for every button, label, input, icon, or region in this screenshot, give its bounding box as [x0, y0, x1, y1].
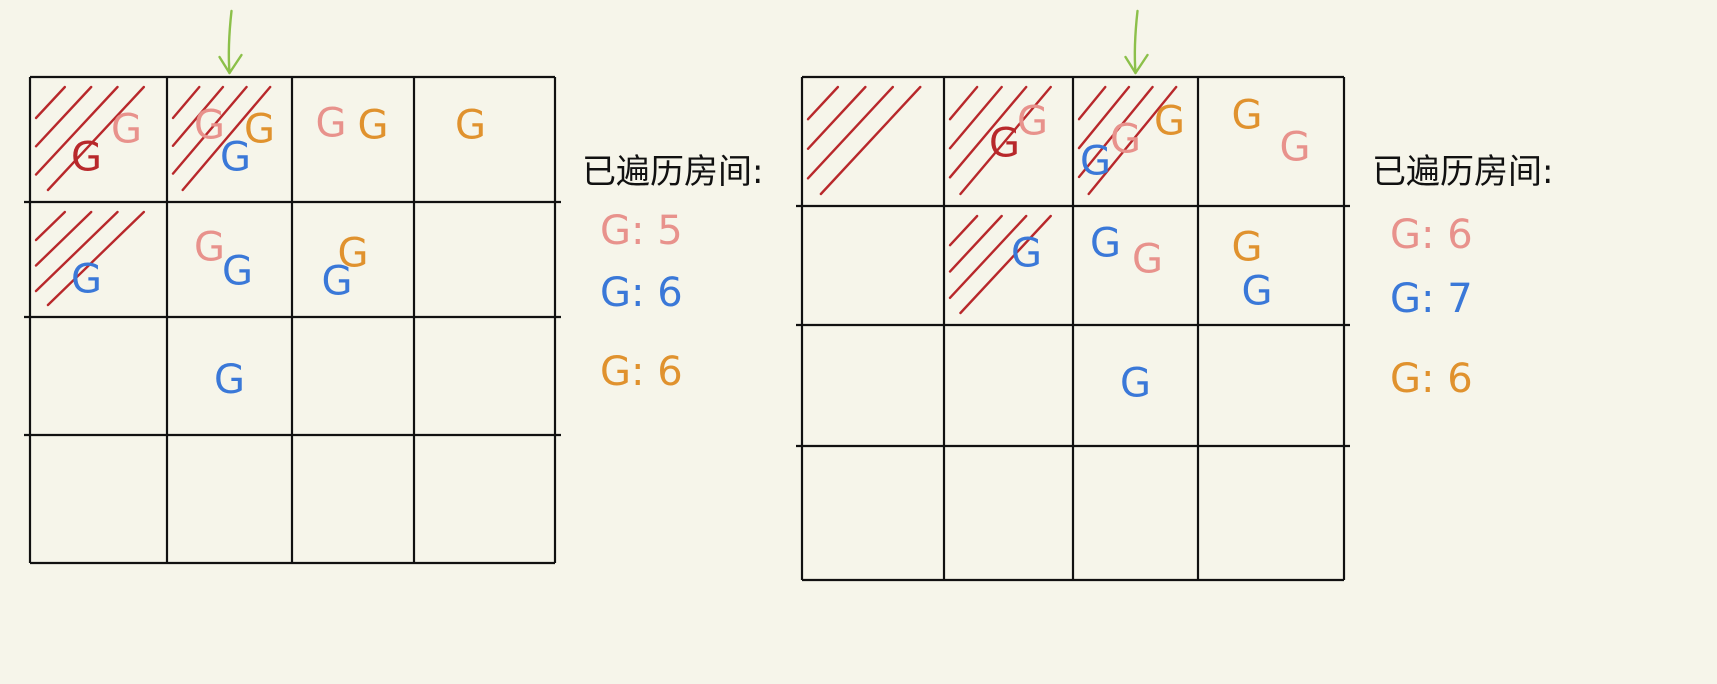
hatch-stroke	[959, 214, 1052, 315]
legend-entry-orange: G: 6	[600, 349, 683, 395]
room-letter-pink: G	[111, 107, 142, 153]
hatch-stroke	[46, 85, 146, 192]
hatched-cell	[948, 214, 1052, 315]
legend-entry-blue: G: 6	[600, 270, 683, 316]
hatch-stroke	[171, 85, 201, 120]
hatch-stroke	[948, 214, 1003, 273]
room-letter-orange: G	[455, 103, 486, 149]
hatch-stroke	[948, 85, 1003, 150]
room-letter-pink: G	[1280, 125, 1311, 171]
down-arrow-icon	[218, 9, 243, 75]
hatched-cell	[806, 85, 922, 196]
room-letter-pink: G	[194, 103, 225, 149]
hatch-stroke	[34, 85, 93, 148]
hatched-cell	[34, 210, 146, 307]
hatched-cell	[1077, 85, 1178, 196]
hatch-stroke	[819, 85, 922, 196]
hatch-stroke	[181, 85, 272, 192]
down-arrow-icon	[1124, 9, 1149, 75]
room-letter-blue: G	[214, 357, 245, 403]
legend-entry-blue: G: 7	[1390, 276, 1473, 322]
room-letter-pink: G	[1110, 117, 1141, 163]
legend: 已遍历房间: G: 6 G: 7 G: 6	[1372, 152, 1553, 402]
hatch-stroke	[34, 210, 67, 242]
hatch-stroke	[34, 85, 119, 176]
room-letter-blue: G	[71, 257, 102, 303]
hatched-cell	[948, 85, 1052, 196]
hatch-stroke	[34, 85, 67, 120]
legend: 已遍历房间: G: 5 G: 6 G: 6	[582, 152, 763, 395]
legend-entry-pink: G: 5	[600, 208, 683, 254]
hatch-stroke	[171, 85, 225, 147]
hatch-stroke	[959, 85, 1052, 196]
legend-entry-pink: G: 6	[1390, 212, 1473, 258]
hatch-stroke	[948, 214, 979, 247]
room-letter-pink: G	[1017, 99, 1048, 145]
hatch-stroke	[806, 85, 895, 180]
room-letter-blue: G	[1120, 361, 1151, 407]
legend-title: 已遍历房间:	[1372, 152, 1553, 192]
grid-lines	[24, 75, 561, 565]
hatch-stroke	[1077, 85, 1154, 179]
hatch-stroke	[948, 85, 1028, 179]
room-letter-blue: G	[1090, 221, 1121, 267]
legend-title: 已遍历房间:	[582, 152, 763, 192]
room-letter-blue: G	[1242, 269, 1273, 315]
hatch-stroke	[34, 210, 93, 267]
legend-entry-orange: G: 6	[1390, 356, 1473, 402]
room-letter-hatch_red: G	[71, 135, 102, 181]
hatch-stroke	[1077, 85, 1131, 150]
room-letter-pink: G	[1132, 237, 1163, 283]
room-letter-blue: G	[1080, 139, 1111, 185]
hatch-stroke	[806, 85, 840, 121]
hatch-stroke	[171, 85, 248, 175]
room-letter-orange: G	[1232, 225, 1263, 271]
room-letter-pink: G	[194, 225, 225, 271]
hatch-stroke	[46, 210, 146, 307]
hatch-stroke	[948, 85, 979, 121]
grid-lines	[796, 75, 1350, 582]
hatch-stroke	[948, 214, 1028, 300]
room-letter-pink: G	[316, 101, 347, 147]
hatch-stroke	[1087, 85, 1178, 196]
room-letter-blue: G	[220, 135, 251, 181]
hatched-cell	[171, 85, 272, 192]
room-letter-orange: G	[338, 231, 369, 277]
hatch-stroke	[1077, 85, 1107, 121]
room-letter-blue: G	[1011, 231, 1042, 277]
hatch-stroke	[806, 85, 867, 150]
hatch-stroke	[34, 210, 119, 293]
room-letter-blue: G	[222, 249, 253, 295]
hatched-cell	[34, 85, 146, 192]
room-letter-orange: G	[1154, 99, 1185, 145]
room-letter-blue: G	[322, 259, 353, 305]
room-letter-hatch_red: G	[989, 121, 1020, 167]
room-letter-orange: G	[358, 103, 389, 149]
room-letter-orange: G	[244, 107, 275, 153]
room-letter-orange: G	[1232, 93, 1263, 139]
